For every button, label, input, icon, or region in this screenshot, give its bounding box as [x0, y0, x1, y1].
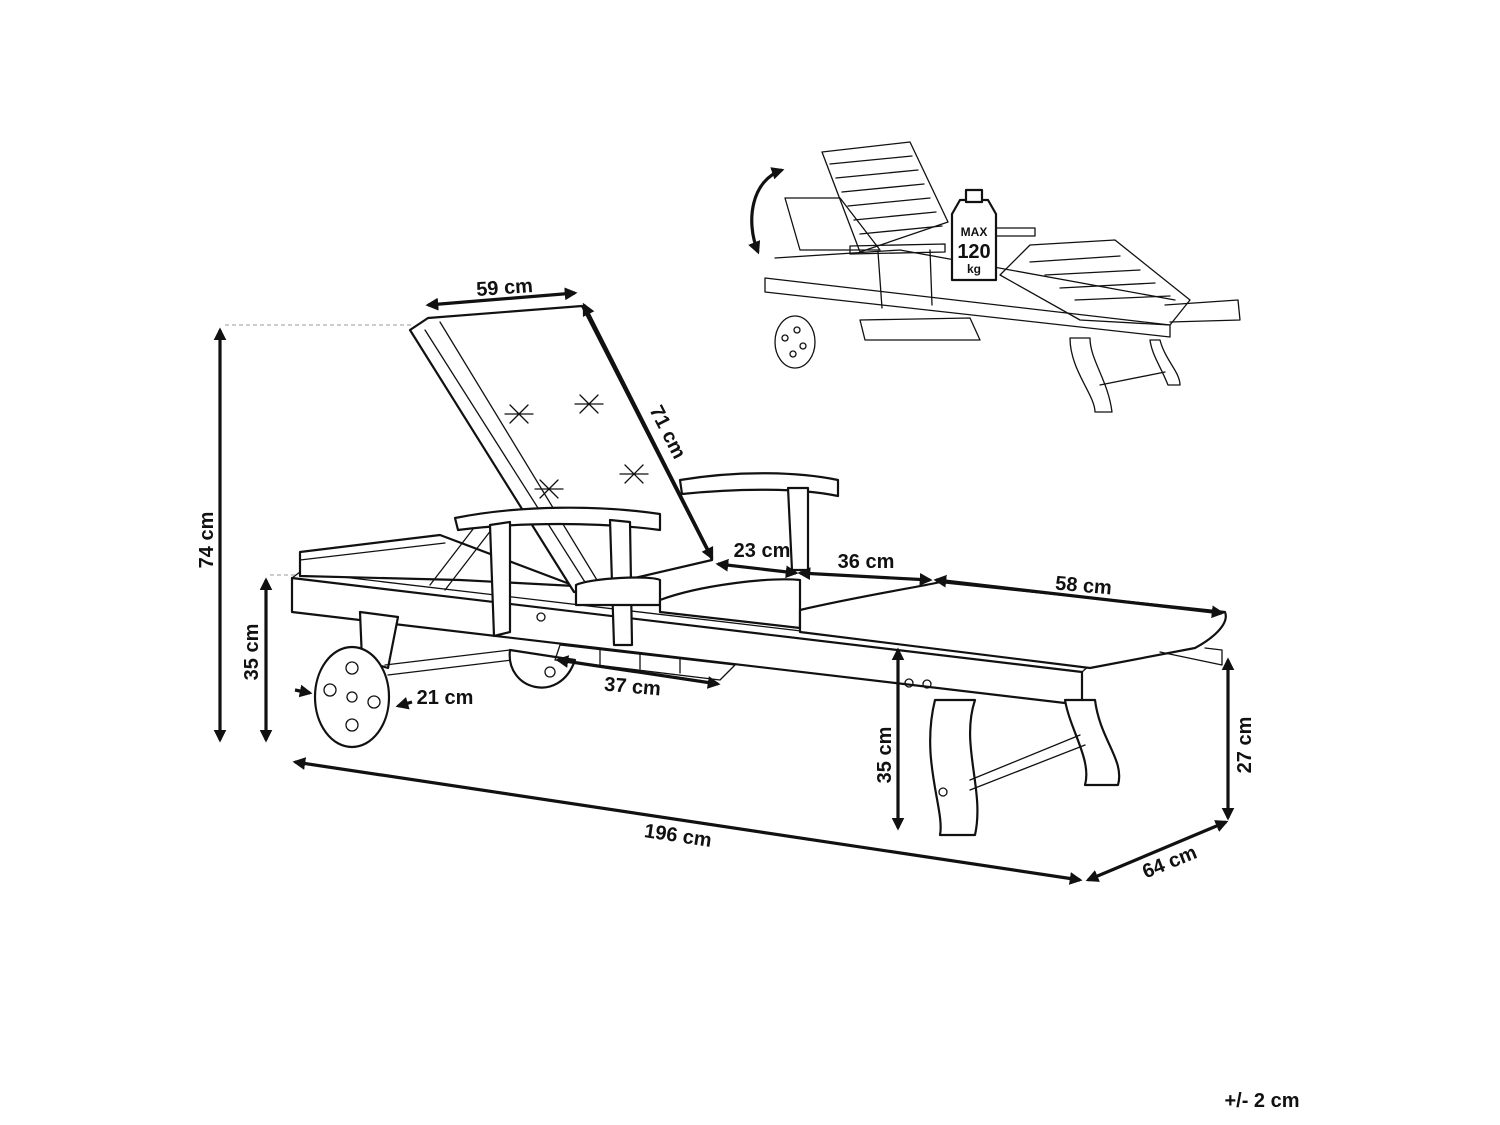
- weight-value: 120: [957, 241, 990, 263]
- tolerance-label: +/- 2 cm: [1224, 1090, 1299, 1112]
- backrest-length-dimension-line: [582, 302, 714, 561]
- segment2-label: 36 cm: [838, 551, 895, 573]
- wheel-right-arrow-icon: [395, 697, 413, 710]
- segment1-dimension-line: [715, 558, 799, 579]
- foot-height-label: 27 cm: [1234, 717, 1256, 774]
- segment1-label: 23 cm: [734, 540, 791, 562]
- total-length-dimension-line: [292, 757, 1083, 885]
- reference-wheel-icon: [774, 315, 816, 369]
- seat-height-label: 35 cm: [241, 624, 263, 681]
- wheel-diameter-label: 21 cm: [417, 687, 474, 709]
- backrest-width-label: 59 cm: [476, 275, 534, 301]
- total-width-label: 64 cm: [1139, 842, 1200, 884]
- tray-length-label: 37 cm: [603, 674, 661, 701]
- reference-lounger-drawing: MAX 120 kg: [748, 141, 1241, 413]
- total-length-label: 196 cm: [643, 820, 713, 852]
- segment3-dimension-line: [933, 574, 1225, 619]
- weight-max-label: MAX: [961, 225, 988, 239]
- rear-wheel-icon: [313, 645, 391, 749]
- segment2-dimension-line: [797, 567, 933, 586]
- dimension-lines: [213, 287, 1235, 885]
- tray-dimension-line: [555, 655, 721, 689]
- main-lounger-drawing: [290, 304, 1227, 837]
- recline-arrow-icon: [748, 167, 785, 255]
- wheel-left-arrow-icon: [294, 684, 313, 698]
- segment3-label: 58 cm: [1054, 573, 1112, 600]
- weight-unit: kg: [967, 262, 981, 276]
- weight-badge: MAX 120 kg: [950, 188, 998, 282]
- backrest-width-dimension-line: [425, 287, 578, 311]
- leg-height-label: 35 cm: [874, 727, 896, 784]
- total-width-dimension-line: [1085, 820, 1229, 882]
- total-height-label: 74 cm: [196, 512, 218, 569]
